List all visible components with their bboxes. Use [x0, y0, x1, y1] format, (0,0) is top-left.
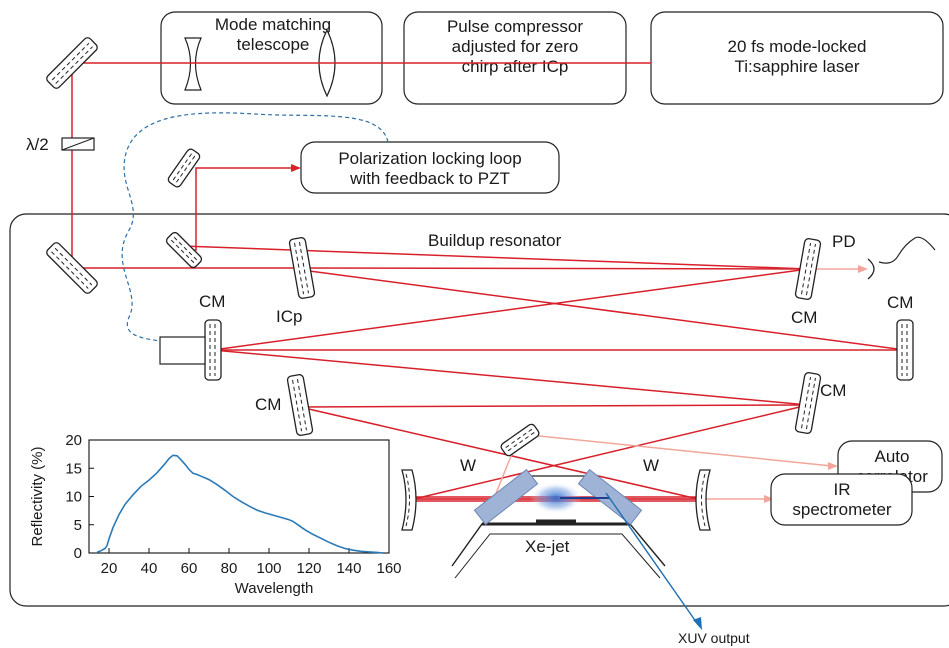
- x-tick-label: 40: [141, 560, 158, 577]
- mirror-icp: [288, 237, 316, 299]
- y-tick-label: 0: [74, 545, 82, 562]
- half-wave-plate: λ/2: [26, 135, 95, 154]
- x-tick-label: 60: [181, 560, 198, 577]
- box-text-line: with feedback to PZT: [349, 169, 510, 188]
- half-wave-label: λ/2: [26, 135, 49, 154]
- pzt-actuator: [159, 336, 206, 365]
- x-tick-label: 20: [101, 560, 118, 577]
- x-tick-label: 80: [221, 560, 238, 577]
- pd-detector: [867, 236, 936, 280]
- x-tick-label: 160: [376, 560, 401, 577]
- box-text-line: telescope: [237, 35, 310, 54]
- feedback-loop-line: [121, 112, 389, 342]
- icp-label: ICp: [276, 307, 302, 326]
- w-left-label: W: [460, 456, 476, 475]
- reflectivity-series-line: [96, 454, 384, 554]
- x-tick-label: 140: [336, 560, 361, 577]
- y-axis-label: Reflectivity (%): [29, 446, 46, 546]
- cm-far-right-label: CM: [887, 293, 913, 312]
- mirror-pickoff-bottom: [165, 231, 203, 269]
- mirror-cm-right-lower: [794, 372, 822, 434]
- x-tick-label: 120: [296, 560, 321, 577]
- box-text-line: Auto: [875, 447, 910, 466]
- box-text-line: adjusted for zero: [452, 37, 579, 56]
- pd-label: PD: [832, 232, 856, 251]
- cm-right-lower-label: CM: [820, 381, 846, 400]
- y-tick-label: 15: [65, 460, 82, 477]
- pickoff-beam: [180, 167, 298, 251]
- box-text-line: Pulse compressor: [447, 17, 583, 36]
- mirror-cm-left: [204, 319, 222, 381]
- mirror-top-left: [46, 37, 98, 89]
- xe-plasma-glow: [530, 482, 582, 514]
- x-axis-label: Wavelength: [235, 580, 314, 597]
- box-text-line: Mode matching: [215, 15, 331, 34]
- mirror-autocorrelator-pickoff: [500, 423, 540, 457]
- y-tick-label: 10: [65, 489, 82, 506]
- x-tick-label: 100: [256, 560, 281, 577]
- xe-jet-label: Xe-jet: [525, 537, 570, 556]
- cm-right-upper-label: CM: [791, 308, 817, 327]
- input-beam: [71, 62, 651, 269]
- box-text-line: Ti:sapphire laser: [734, 57, 859, 76]
- focusing-mirror-left: [401, 469, 417, 531]
- mirror-pickoff-top: [167, 148, 201, 188]
- box-text-line: Polarization locking loop: [338, 149, 521, 168]
- xuv-output-label: XUV output: [678, 630, 750, 646]
- resonator-enclosure: [9, 213, 949, 607]
- box-text-line: 20 fs mode-locked: [728, 37, 867, 56]
- resonator-label: Buildup resonator: [428, 231, 562, 250]
- y-tick-label: 20: [65, 432, 82, 449]
- w-right-label: W: [643, 456, 659, 475]
- box-text-line: chirp after ICp: [462, 57, 569, 76]
- mirror-bottom-left: [46, 242, 98, 294]
- cm-mid-left-label: CM: [255, 395, 281, 414]
- pickoff-arrowhead: [291, 164, 301, 172]
- mirror-cm-far-right: [896, 319, 914, 381]
- resonator-beams: [181, 245, 906, 502]
- mirror-cm-right-upper: [794, 238, 822, 300]
- cm-left-label: CM: [199, 292, 225, 311]
- y-tick-label: 5: [74, 517, 82, 534]
- focusing-mirror-right: [695, 469, 711, 531]
- mirror-cm-mid-left: [286, 374, 314, 436]
- box-text-line: IR: [834, 480, 851, 499]
- brewster-window-left: [473, 468, 539, 526]
- xe-jet-chamber: [451, 475, 666, 579]
- chart-frame: [88, 439, 390, 554]
- xuv-output-beam: [605, 492, 702, 630]
- concave-lens-icon: [184, 37, 202, 91]
- box-text-line: spectrometer: [792, 500, 892, 519]
